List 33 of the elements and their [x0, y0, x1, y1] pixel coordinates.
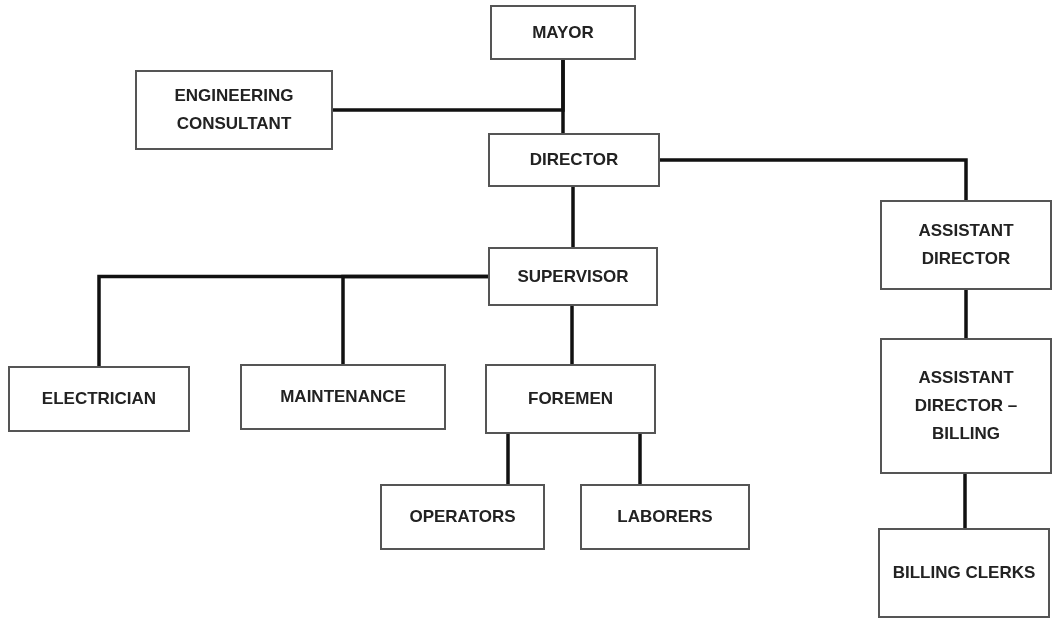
- role-box: [485, 364, 656, 434]
- role-box: [880, 338, 1052, 474]
- connector-line: [571, 187, 575, 247]
- role-box: [880, 200, 1052, 290]
- role-title: ELECTRICIAN: [41, 388, 157, 410]
- role-box: [878, 528, 1050, 618]
- role-title: ASSISTANT DIRECTOR: [917, 220, 1015, 270]
- role-title: ASSISTANT DIRECTOR – BILLING: [913, 367, 1019, 445]
- role-box: [490, 5, 636, 60]
- connector-line: [341, 274, 488, 364]
- role-title: LABORERS: [617, 506, 713, 528]
- role-box: [240, 364, 446, 430]
- connector-line: [506, 434, 510, 484]
- role-box: [488, 247, 658, 306]
- role-box: [580, 484, 750, 550]
- role-title: BILLING CLERKS: [892, 562, 1036, 584]
- connector-line: [570, 306, 574, 364]
- role-box: [488, 133, 660, 187]
- connector-line: [638, 434, 642, 484]
- connector-line: [964, 290, 968, 338]
- role-title: MAYOR: [532, 21, 594, 44]
- role-box: [135, 70, 333, 150]
- role-title: SUPERVISOR: [517, 265, 629, 288]
- connector-line: [660, 158, 968, 200]
- role-title: FOREMEN: [528, 388, 613, 410]
- role-title: DIRECTOR: [529, 149, 619, 171]
- connector-line: [963, 474, 967, 528]
- role-box: [380, 484, 545, 550]
- role-box: [8, 366, 190, 432]
- connector-line: [333, 60, 565, 112]
- role-title: ENGINEERING CONSULTANT: [173, 85, 295, 135]
- role-title: OPERATORS: [409, 506, 516, 528]
- role-title: MAINTENANCE: [280, 386, 406, 408]
